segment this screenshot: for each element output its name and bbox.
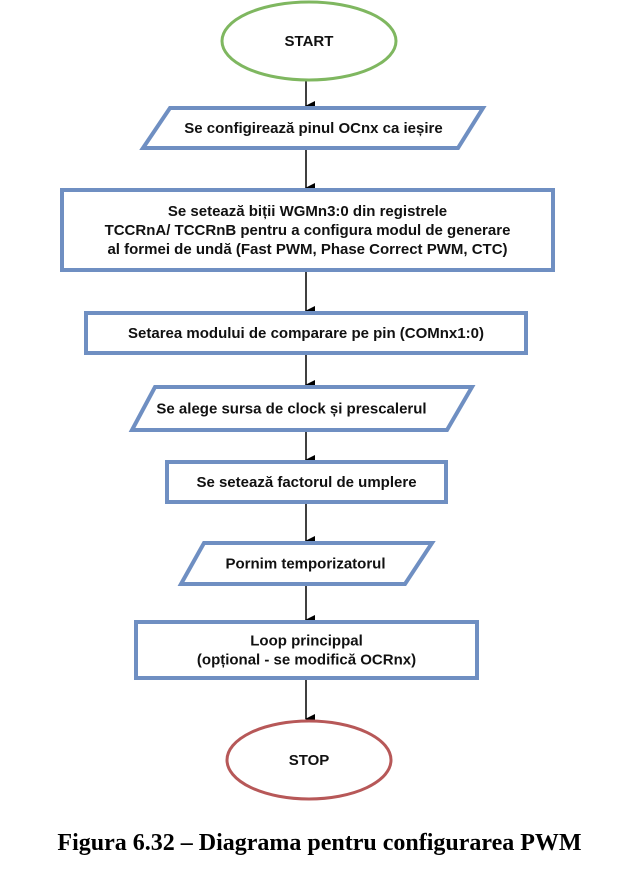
node-configure-pin: Se configirează pinul OCnx ca ieșire [139,106,487,150]
main-loop-label-line: (opțional - se modifică OCRnx) [197,652,416,669]
node-set-duty-cycle: Se setează factorul de umplere [165,460,448,504]
start-timer-label-line: Pornim temporizatorul [225,556,385,573]
select-clock-io-shape [128,385,476,432]
set-compare-mode-label-line: Setarea modului de comparare pe pin (COM… [128,325,484,342]
node-stop: STOP [225,719,393,801]
set-duty-cycle-process-shape [165,460,448,504]
set-duty-cycle-label-line: Se setează factorul de umplere [196,474,416,491]
set-wgm-bits-process-shape [60,188,555,272]
stop-label-line: STOP [289,752,330,769]
main-loop-label-line: Loop princippal [250,633,363,650]
node-select-clock: Se alege sursa de clock și prescalerul [128,385,476,432]
set-wgm-bits-label-line: TCCRnA/ TCCRnB pentru a configura modul … [105,222,511,239]
set-wgm-bits-label-line: Se setează biții WGMn3:0 din registrele [168,203,447,220]
figure-caption: Figura 6.32 – Diagrama pentru configurar… [57,830,582,856]
configure-pin-io-shape [139,106,487,150]
start-terminal-shape [220,0,398,82]
main-loop-process-shape [134,620,479,680]
select-clock-label-line: Se alege sursa de clock și prescalerul [156,401,426,418]
stop-terminal-shape [225,719,393,801]
set-wgm-bits-label-line: al formei de undă (Fast PWM, Phase Corre… [107,241,507,258]
start-timer-io-shape [177,541,436,586]
set-compare-mode-process-shape [84,311,528,355]
node-start-timer: Pornim temporizatorul [177,541,436,586]
node-start: START [220,0,398,82]
nodes: START Se configirează pinul OCnx ca ieșir… [60,0,555,801]
node-set-compare-mode: Setarea modului de comparare pe pin (COM… [84,311,528,355]
configure-pin-label-line: Se configirează pinul OCnx ca ieșire [184,120,442,137]
start-label-line: START [285,33,334,50]
node-main-loop: Loop princippal (opțional - se modifică O… [134,620,479,680]
node-set-wgm-bits: Se setează biții WGMn3:0 din registreleT… [60,188,555,272]
